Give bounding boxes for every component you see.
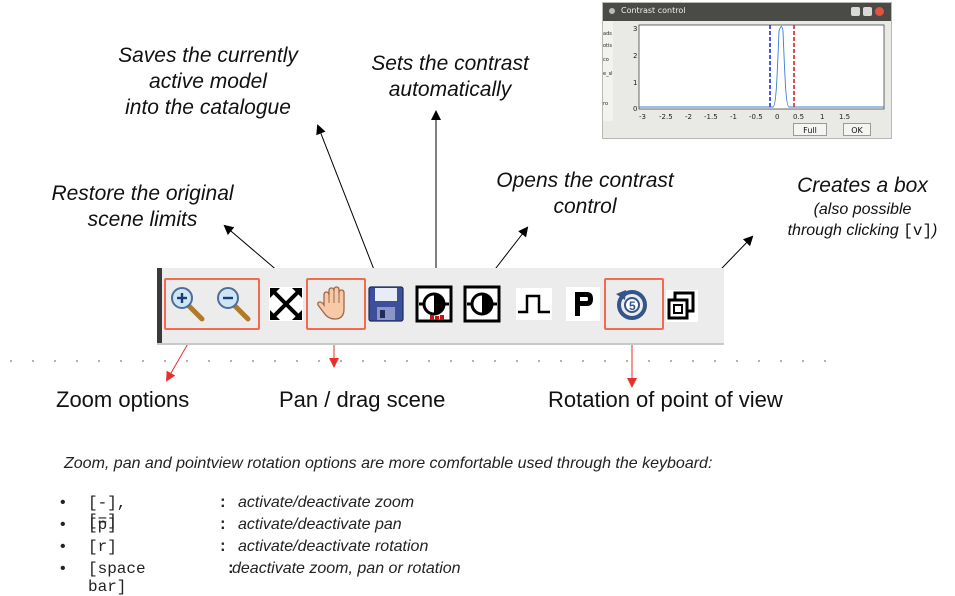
pulse-icon[interactable]	[514, 284, 554, 324]
close-icon[interactable]	[875, 7, 884, 16]
dotted-separator	[0, 360, 830, 362]
separator: :	[218, 494, 228, 512]
app-icon	[609, 8, 615, 14]
save-model-icon[interactable]	[366, 284, 406, 324]
zoom-highlight	[164, 278, 260, 330]
dialog-titlebar: Contrast control	[603, 3, 891, 21]
shortcut-description: activate/deactivate zoom	[238, 494, 415, 511]
dialog-title: Contrast control	[621, 6, 686, 15]
y-tick: 3	[633, 25, 638, 33]
annotation-line: active model	[149, 70, 267, 93]
minimize-icon[interactable]	[851, 7, 860, 16]
rotation-highlight	[604, 278, 664, 330]
side-label: e_sl	[603, 71, 613, 77]
x-tick: -1.5	[704, 113, 718, 121]
x-tick: 0	[775, 113, 780, 121]
save-model-arrow	[316, 124, 381, 286]
bullet: •	[60, 538, 66, 555]
y-tick: 0	[633, 105, 638, 113]
annotation-line: through clicking [v])	[787, 222, 938, 240]
shortcut-key: [p]	[88, 516, 117, 534]
save-model-annotation: Saves the currently active model into th…	[88, 43, 328, 121]
x-tick: 0.5	[793, 113, 805, 121]
shortcut-description: activate/deactivate pan	[238, 516, 402, 533]
arrows-layer	[166, 110, 754, 388]
x-tick: 1	[820, 113, 825, 121]
zoom-options-label: Zoom options	[56, 387, 190, 412]
pan-label: Pan / drag scene	[279, 387, 446, 412]
p-icon[interactable]	[563, 284, 603, 324]
auto-contrast-icon[interactable]	[414, 284, 454, 324]
restore-limits-icon[interactable]	[266, 284, 306, 324]
x-tick: -1	[730, 113, 737, 121]
bullet: •	[60, 560, 66, 577]
create-box-annotation: Creates a box (also possible through cli…	[760, 173, 955, 242]
separator: :	[218, 516, 228, 534]
shortcut-description: activate/deactivate rotation	[238, 538, 429, 555]
annotation-line: Creates a box	[797, 174, 928, 197]
shortcut-key: [r]	[88, 538, 117, 556]
restore-limits-annotation: Restore the original scene limits	[30, 181, 255, 233]
side-label: otis	[603, 43, 613, 49]
shortcut-key: [-], [=]	[88, 494, 127, 530]
full-button[interactable]: Full	[793, 123, 827, 136]
zoom-out-icon[interactable]	[214, 283, 254, 323]
rotate-icon[interactable]: 5	[612, 284, 652, 324]
shortcut-description: deactivate zoom, pan or rotation	[232, 560, 461, 577]
auto-contrast-annotation: Sets the contrast automatically	[340, 51, 560, 103]
side-label: ads	[603, 31, 612, 37]
annotation-line: Restore the original	[51, 182, 234, 205]
annotation-line: Opens the contrast	[496, 169, 674, 192]
rotation-label: Rotation of point of view	[548, 387, 783, 412]
annotation-line: scene limits	[87, 208, 198, 231]
side-label: co	[603, 57, 609, 63]
background-window-strip: ads otis co e_sl ro	[603, 21, 613, 121]
box-icon[interactable]	[662, 286, 702, 326]
x-tick: 1.5	[839, 113, 851, 121]
x-tick: -0.5	[749, 113, 763, 121]
pan-hand-icon[interactable]	[314, 283, 354, 323]
maximize-icon[interactable]	[863, 7, 872, 16]
annotation-line: Saves the currently	[118, 44, 298, 67]
contrast-control-annotation: Opens the contrast control	[470, 168, 700, 220]
zoom-in-icon[interactable]	[168, 283, 208, 323]
y-tick: 2	[633, 52, 638, 60]
toolbar-grip[interactable]	[157, 268, 162, 343]
contrast-control-dialog: Contrast control ads otis co e_sl ro 3 2…	[602, 2, 892, 139]
annotation-line: automatically	[388, 78, 512, 101]
y-tick: 1	[633, 79, 638, 87]
histogram-curve	[639, 26, 884, 108]
bullet: •	[60, 494, 66, 511]
annotation-line: Sets the contrast	[371, 52, 529, 75]
keyboard-note: Zoom, pan and pointview rotation options…	[64, 455, 713, 472]
annotation-line: into the catalogue	[125, 96, 291, 119]
separator: :	[218, 538, 228, 556]
annotation-line: control	[553, 195, 617, 218]
bullet: •	[60, 516, 66, 533]
ok-button[interactable]: OK	[843, 123, 871, 136]
x-tick: -2	[685, 113, 692, 121]
separator: :	[226, 560, 236, 578]
annotation-line: (also possible	[813, 201, 912, 218]
shortcut-key: [space bar]	[88, 560, 146, 596]
pan-highlight	[306, 278, 366, 330]
side-label: ro	[603, 101, 609, 107]
x-tick: -2.5	[659, 113, 673, 121]
x-tick: -3	[639, 113, 646, 121]
svg-text:5: 5	[629, 299, 636, 313]
contrast-control-icon[interactable]	[462, 284, 502, 324]
contrast-histogram-plot[interactable]	[613, 21, 889, 121]
